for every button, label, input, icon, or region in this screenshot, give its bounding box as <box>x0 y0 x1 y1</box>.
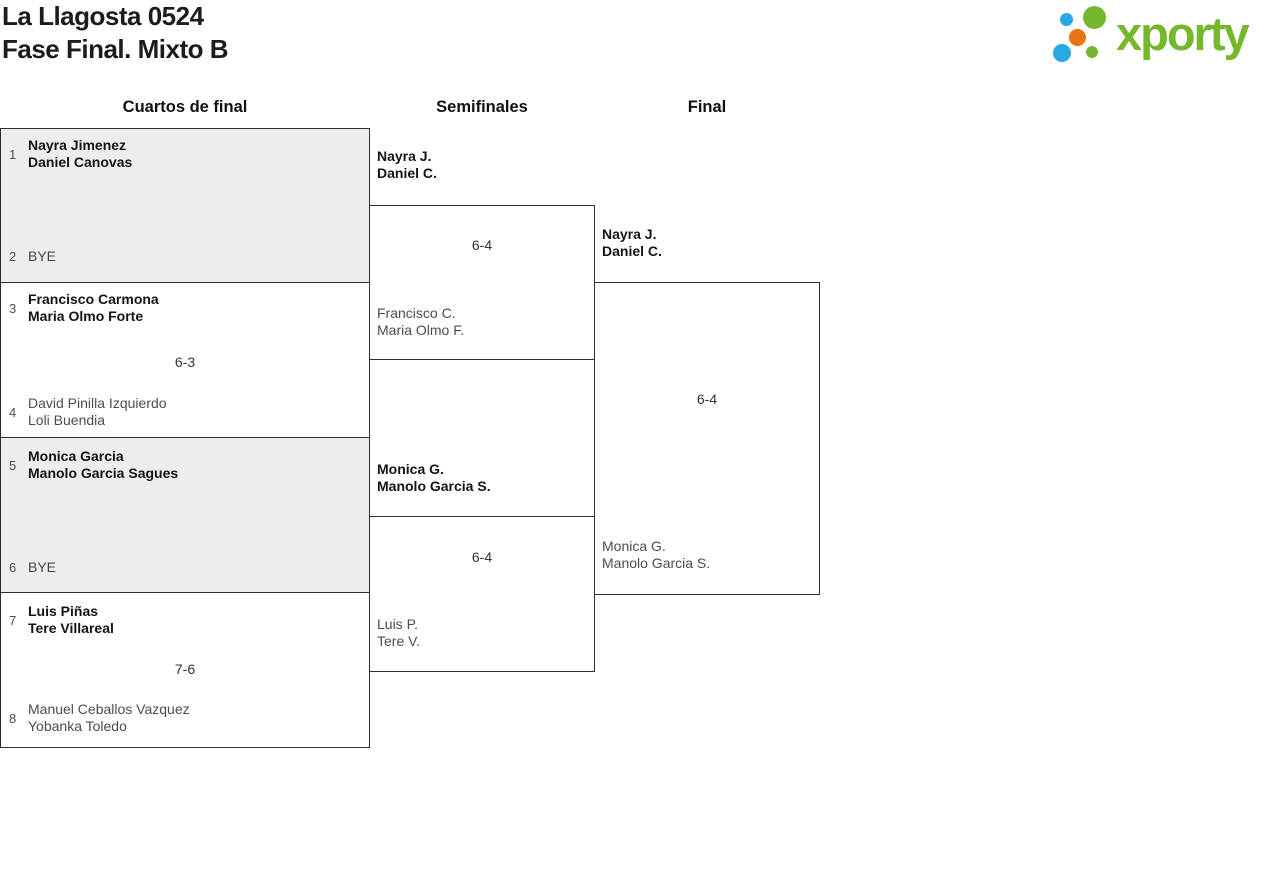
seed-number: 7 <box>9 612 17 628</box>
match-score: 6-3 <box>174 354 196 370</box>
logo-dot-blue-large <box>1053 44 1071 62</box>
round-header-semifinals: Semifinales <box>436 98 528 116</box>
team-names: BYE <box>28 559 57 575</box>
round-header-quarterfinals: Cuartos de final <box>122 98 248 116</box>
qf-match-2: 3 Francisco Carmona Maria Olmo Forte 6-3… <box>0 282 370 438</box>
team-names: David Pinilla Izquierdo Loli Buendia <box>28 395 167 428</box>
sf1-bottom-team: Francisco C. Maria Olmo F. <box>377 305 465 338</box>
logo-dot-blue-small <box>1060 13 1073 26</box>
team-names: Francisco Carmona Maria Olmo Forte <box>28 291 159 324</box>
seed-number: 4 <box>9 404 17 420</box>
xporty-logo[interactable]: xporty <box>1050 0 1280 70</box>
sf1-score: 6-4 <box>471 237 493 253</box>
seed-number: 1 <box>9 146 17 162</box>
logo-dot-green-small <box>1086 46 1098 58</box>
qf-match-1: 1 Nayra Jimenez Daniel Canovas 2 BYE <box>0 128 370 283</box>
team-names: BYE <box>28 248 57 264</box>
sf2-bottom-team: Luis P. Tere V. <box>377 616 421 649</box>
final-score: 6-4 <box>696 391 718 407</box>
sf1-top-team: Nayra J. Daniel C. <box>377 148 437 181</box>
qf-match-4: 7 Luis Piñas Tere Villareal 7-6 8 Manuel… <box>0 592 370 748</box>
seed-number: 5 <box>9 457 17 473</box>
seed-number: 8 <box>9 710 17 726</box>
phase-name: Fase Final. Mixto B <box>2 34 229 64</box>
logo-dot-green-large <box>1083 6 1106 29</box>
page-title: La Llagosta 0524 Fase Final. Mixto B <box>2 0 229 66</box>
sf2-top-team: Monica G. Manolo Garcia S. <box>377 461 491 494</box>
final-bottom-team: Monica G. Manolo Garcia S. <box>602 538 711 571</box>
team-names: Monica Garcia Manolo Garcia Sagues <box>28 448 179 481</box>
logo-dot-orange <box>1069 29 1086 46</box>
final-top-team: Nayra J. Daniel C. <box>602 226 662 259</box>
round-header-final: Final <box>687 98 727 116</box>
logo-wordmark: xporty <box>1116 7 1250 60</box>
qf-match-3: 5 Monica Garcia Manolo Garcia Sagues 6 B… <box>0 437 370 593</box>
team-names: Manuel Ceballos Vazquez Yobanka Toledo <box>28 701 190 734</box>
seed-number: 3 <box>9 300 17 316</box>
sf2-score: 6-4 <box>471 549 493 565</box>
seed-number: 6 <box>9 560 17 575</box>
final-match-box <box>594 282 820 595</box>
tournament-name: La Llagosta 0524 <box>2 1 204 31</box>
team-names: Nayra Jimenez Daniel Canovas <box>28 137 133 170</box>
seed-number: 2 <box>9 249 17 264</box>
match-score: 7-6 <box>174 661 196 677</box>
team-names: Luis Piñas Tere Villareal <box>28 603 114 636</box>
